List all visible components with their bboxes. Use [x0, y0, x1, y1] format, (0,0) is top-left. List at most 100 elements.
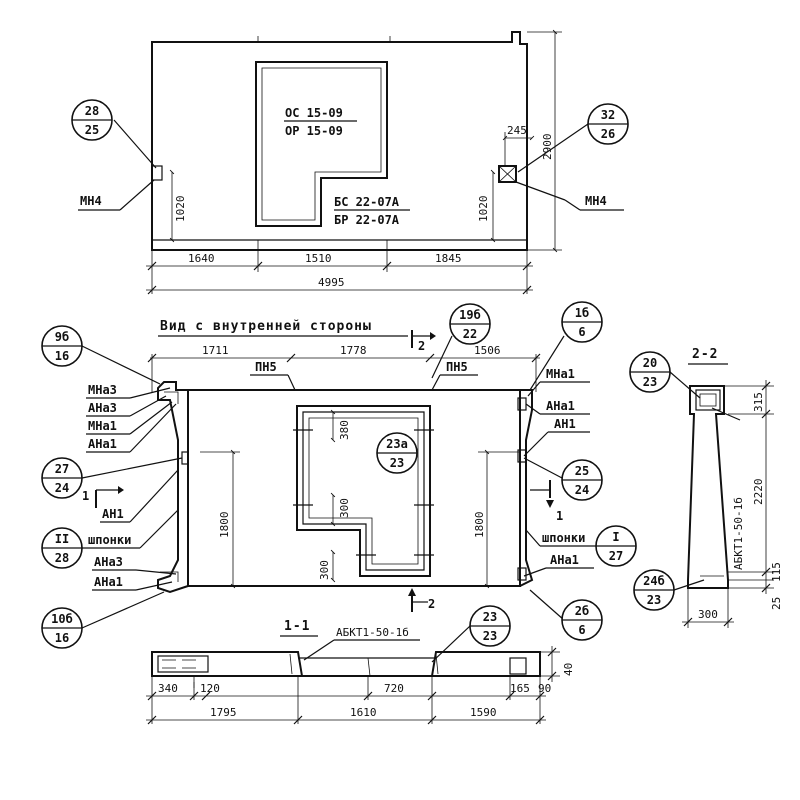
dim-1711: 1711 [202, 344, 229, 357]
svg-text:20: 20 [643, 356, 657, 370]
svg-text:23: 23 [390, 456, 404, 470]
dim-315: 315 [752, 392, 765, 412]
svg-text:24: 24 [55, 481, 69, 495]
inner-right-edge [519, 389, 534, 587]
top-panel-outline [151, 31, 528, 251]
svg-text:32: 32 [601, 108, 615, 122]
label-ana1-left: АНа1 [88, 437, 117, 451]
svg-text:II: II [55, 532, 69, 546]
svg-text:9б: 9б [55, 330, 69, 344]
callout-23-23: 23 23 [431, 605, 511, 663]
section-mark-2-top: 2 [418, 339, 425, 353]
label-an1-left: АН1 [102, 507, 124, 521]
section-1-1: 1-1 АБКТ1-50-1б 23 23 40 [146, 605, 575, 725]
section-mark-2-bottom: 2 [428, 597, 435, 611]
dim-720: 720 [384, 682, 404, 695]
dim-2220: 2220 [752, 479, 765, 506]
svg-text:23: 23 [483, 610, 497, 624]
section-1-1-body [151, 651, 541, 677]
label-abkt-section-22: АБКТ1-50-1б [732, 497, 745, 570]
inner-opening [296, 405, 431, 577]
top-opening-label-1: ОС 15-09 [285, 106, 343, 120]
label-shponki-left: шпонки [88, 533, 131, 547]
svg-text:23: 23 [483, 629, 497, 643]
dim-300-a: 300 [338, 498, 351, 518]
label-mn4-right: МН4 [585, 194, 607, 208]
dim-1845: 1845 [435, 252, 462, 265]
inner-left-edge [157, 381, 189, 594]
dim-1020-right: 1020 [477, 196, 490, 223]
svg-text:6: 6 [578, 623, 585, 637]
dim-2900: 2900 [541, 134, 554, 161]
label-mn4-left: МН4 [80, 194, 102, 208]
label-pn5-2: ПН5 [446, 360, 468, 374]
dim-300-section-22: 300 [698, 608, 718, 621]
callout-2b-6: 2б 6 [529, 589, 603, 641]
callout-19b-22: 19б 22 [431, 303, 491, 379]
label-ana3-bot: АНа3 [94, 555, 123, 569]
inner-panel-outline [187, 389, 521, 587]
dim-1590: 1590 [470, 706, 497, 719]
dim-25: 25 [770, 597, 783, 610]
top-opening-label-4: БР 22-07А [334, 213, 400, 227]
dim-245: 245 [507, 124, 527, 137]
embedded-plate-right [498, 165, 517, 183]
dim-4995: 4995 [318, 276, 345, 289]
label-ana1-right: АНа1 [546, 399, 575, 413]
dim-1506: 1506 [474, 344, 501, 357]
dim-1640: 1640 [188, 252, 215, 265]
inner-view: Вид с внутренней стороны 2 19б 22 1б 6 1… [41, 301, 637, 649]
dim-165: 165 [510, 682, 530, 695]
svg-text:26: 26 [601, 127, 615, 141]
callout-23a-23: 23а 23 [376, 432, 418, 474]
label-ana1-bot: АНа1 [94, 575, 123, 589]
inner-view-title: Вид с внутренней стороны [160, 319, 372, 334]
dim-1020-left: 1020 [174, 196, 187, 223]
svg-text:28: 28 [85, 104, 99, 118]
dim-1800-right: 1800 [473, 512, 486, 539]
label-mna1-left: МНа1 [88, 419, 117, 433]
dim-1510: 1510 [305, 252, 332, 265]
svg-text:24б: 24б [643, 574, 665, 588]
svg-text:6: 6 [578, 325, 585, 339]
dim-1800-left: 1800 [218, 512, 231, 539]
dim-300-b: 300 [318, 560, 331, 580]
section-2-2: 2-2 315 2220 115 25 АБКТ1-50-1б 20 23 [629, 347, 783, 628]
svg-text:10б: 10б [51, 612, 73, 626]
svg-text:23а: 23а [386, 437, 408, 451]
svg-text:25: 25 [85, 123, 99, 137]
callout-24b-23: 24б 23 [633, 569, 705, 611]
top-opening-label-3: БС 22-07А [334, 195, 400, 209]
label-shponki-right: шпонки [542, 531, 585, 545]
svg-text:1б: 1б [575, 306, 589, 320]
dim-120: 120 [200, 682, 220, 695]
callout-I-27: I 27 [595, 525, 637, 567]
dim-1610: 1610 [350, 706, 377, 719]
dim-340: 340 [158, 682, 178, 695]
svg-text:23: 23 [647, 593, 661, 607]
svg-text:22: 22 [463, 327, 477, 341]
svg-text:23: 23 [643, 375, 657, 389]
section-mark-1-right: 1 [556, 509, 563, 523]
embedded-plate-left [151, 165, 163, 181]
label-an1-right: АН1 [554, 417, 576, 431]
section-2-2-title: 2-2 [692, 347, 718, 362]
dim-115: 115 [770, 562, 783, 582]
dim-90: 90 [538, 682, 551, 695]
dim-1778: 1778 [340, 344, 367, 357]
top-view: ОС 15-09 ОР 15-09 БС 22-07А БР 22-07А 28… [71, 29, 629, 295]
section-mark-1-left: 1 [82, 489, 89, 503]
label-pn5-1: ПН5 [255, 360, 277, 374]
label-ana1-right-bot: АНа1 [550, 553, 579, 567]
svg-text:2б: 2б [575, 604, 589, 618]
dim-40: 40 [562, 663, 575, 676]
svg-text:19б: 19б [459, 308, 481, 322]
callout-32-26: 32 26 [517, 103, 629, 173]
svg-text:25: 25 [575, 464, 589, 478]
svg-text:16: 16 [55, 631, 69, 645]
top-opening-label-2: ОР 15-09 [285, 124, 343, 138]
svg-text:27: 27 [55, 462, 69, 476]
dim-1795: 1795 [210, 706, 237, 719]
label-ana3-top: АНа3 [88, 401, 117, 415]
